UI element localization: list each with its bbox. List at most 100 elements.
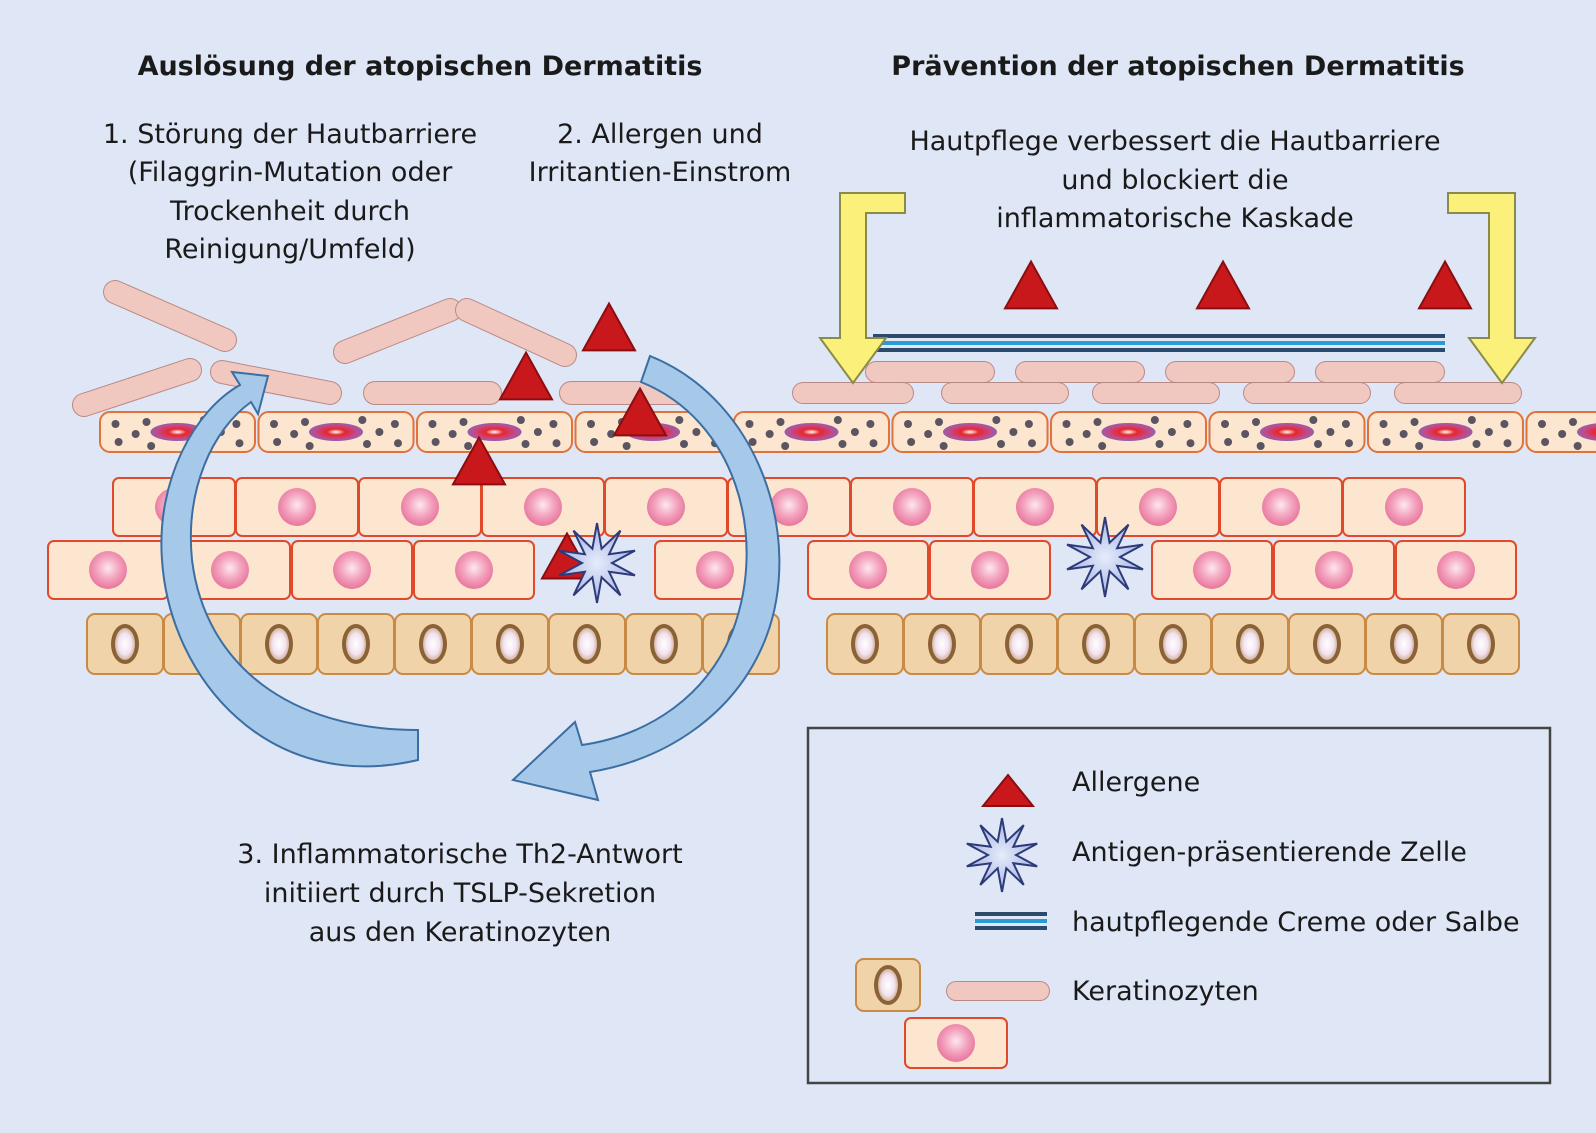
legend-apc-label: Antigen-präsentierende Zelle	[1072, 837, 1467, 868]
spinous-nucleus	[401, 488, 439, 526]
granule	[232, 420, 240, 428]
granule	[997, 440, 1005, 448]
granule	[270, 420, 278, 428]
spinous-nucleus	[89, 551, 127, 589]
granule	[1541, 438, 1549, 446]
step1-line: 1. Störung der Hautbarriere	[103, 119, 477, 150]
basal-nucleus	[1317, 628, 1337, 660]
granular-nucleus	[468, 423, 522, 441]
step1-line: Reinigung/Umfeld)	[164, 234, 415, 265]
granule	[432, 438, 440, 446]
granule	[1504, 439, 1512, 447]
step3-line: 3. Inflammatorische Th2-Antwort	[237, 839, 682, 870]
step1-label: 1. Störung der Hautbarriere (Filaggrin-M…	[103, 119, 477, 265]
basal-nucleus	[1394, 628, 1414, 660]
legend-keratinocyte-icons	[856, 959, 1040, 1068]
granule	[1221, 420, 1229, 428]
legend-cream-stripe	[975, 926, 1047, 930]
granule	[1345, 439, 1353, 447]
granular-nucleus	[1102, 423, 1156, 441]
granule	[1538, 420, 1546, 428]
legend-apc-icon	[967, 818, 1037, 892]
prevention-label: Hautpflege verbessert die Hautbarriere u…	[909, 126, 1440, 234]
granule	[1383, 438, 1391, 446]
granule	[1400, 430, 1408, 438]
prevention-arrow-right	[1448, 193, 1535, 383]
granule	[1066, 438, 1074, 446]
apc-icon	[967, 818, 1037, 892]
granule	[866, 420, 874, 428]
allergen-icon	[500, 353, 552, 400]
granule	[940, 442, 948, 450]
legend-cream-stripe	[975, 919, 1047, 923]
corneocyte	[467, 310, 565, 355]
basal-nucleus	[1086, 628, 1106, 660]
corneocyte	[345, 310, 450, 352]
basal-nucleus	[878, 969, 898, 1001]
legend-keratinocytes-label: Keratinozyten	[1072, 976, 1259, 1007]
legend-cream-icon	[975, 912, 1047, 930]
granule	[553, 439, 561, 447]
allergen-icon	[1419, 262, 1471, 309]
legend-cream-stripe	[975, 912, 1047, 916]
granule	[1473, 440, 1481, 448]
granule	[935, 418, 943, 426]
granule	[290, 430, 298, 438]
granule	[1241, 430, 1249, 438]
granule	[236, 439, 244, 447]
spinous-nucleus	[1193, 551, 1231, 589]
step1-line: (Filaggrin-Mutation oder	[128, 157, 453, 188]
spinous-nucleus	[849, 551, 887, 589]
granule	[112, 420, 120, 428]
granule	[1415, 442, 1423, 450]
granule	[587, 420, 595, 428]
basal-nucleus	[855, 628, 875, 660]
granular-layer	[100, 412, 1596, 452]
granule	[1569, 418, 1577, 426]
granular-nucleus	[309, 423, 363, 441]
granule	[1574, 442, 1582, 450]
spinous-layer	[48, 478, 1516, 599]
granule	[1025, 420, 1033, 428]
spinous-nucleus	[1315, 551, 1353, 589]
granule	[870, 439, 878, 447]
allergen-icon	[1197, 262, 1249, 309]
left-title: Auslösung der atopischen Dermatitis	[138, 51, 703, 82]
cream-stripe	[873, 348, 1445, 352]
spinous-nucleus	[1385, 488, 1423, 526]
granule	[904, 420, 912, 428]
granule	[1063, 420, 1071, 428]
granule	[449, 430, 457, 438]
granule	[834, 416, 842, 424]
right-title: Prävention der atopischen Dermatitis	[891, 51, 1464, 82]
basal-layer	[87, 614, 1519, 674]
granule	[115, 438, 123, 446]
granule	[1257, 442, 1265, 450]
step2-line: 2. Allergen und	[557, 119, 763, 150]
step3-line: aus den Keratinozyten	[309, 917, 612, 948]
granule	[1252, 418, 1260, 426]
step3-label: 3. Inflammatorische Th2-Antwort initiier…	[237, 839, 682, 948]
granule	[1083, 430, 1091, 438]
granule	[1028, 439, 1036, 447]
basal-nucleus	[1471, 628, 1491, 660]
spinous-nucleus	[647, 488, 685, 526]
basal-nucleus	[1009, 628, 1029, 660]
spinous-nucleus	[937, 1024, 975, 1062]
spinous-nucleus	[1139, 488, 1177, 526]
granule	[692, 428, 700, 436]
granule	[534, 428, 542, 436]
granule	[1411, 418, 1419, 426]
spinous-nucleus	[1016, 488, 1054, 526]
basal-nucleus	[115, 628, 135, 660]
basal-nucleus	[500, 628, 520, 660]
granule	[1558, 430, 1566, 438]
granule	[273, 438, 281, 446]
basal-nucleus	[932, 628, 952, 660]
granule	[1168, 428, 1176, 436]
spinous-nucleus	[1437, 551, 1475, 589]
granule	[675, 416, 683, 424]
granule	[517, 416, 525, 424]
granule	[1342, 420, 1350, 428]
granule	[464, 442, 472, 450]
